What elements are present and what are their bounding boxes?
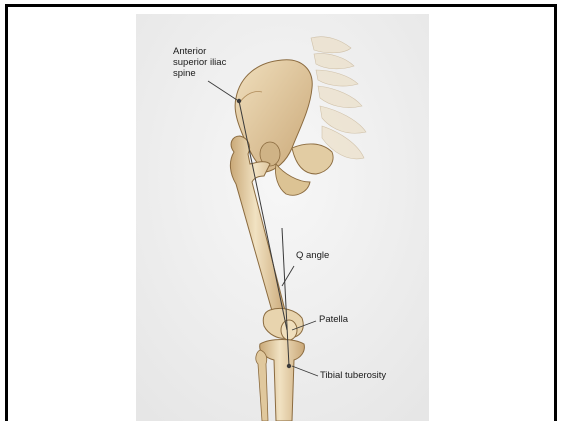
tibial-tuberosity-label: Tibial tuberosity xyxy=(320,370,386,381)
patella-bone xyxy=(281,320,297,340)
asis-label-line-3: spine xyxy=(173,68,226,79)
asis-label-line-2: superior iliac xyxy=(173,57,226,68)
patella-label: Patella xyxy=(319,314,348,325)
asis-label-line-1: Anterior xyxy=(173,46,226,57)
asis-label: Anterior superior iliac spine xyxy=(173,46,226,79)
anatomy-illustration: Anterior superior iliac spine Q angle Pa… xyxy=(136,14,429,421)
q-angle-label: Q angle xyxy=(296,250,329,261)
